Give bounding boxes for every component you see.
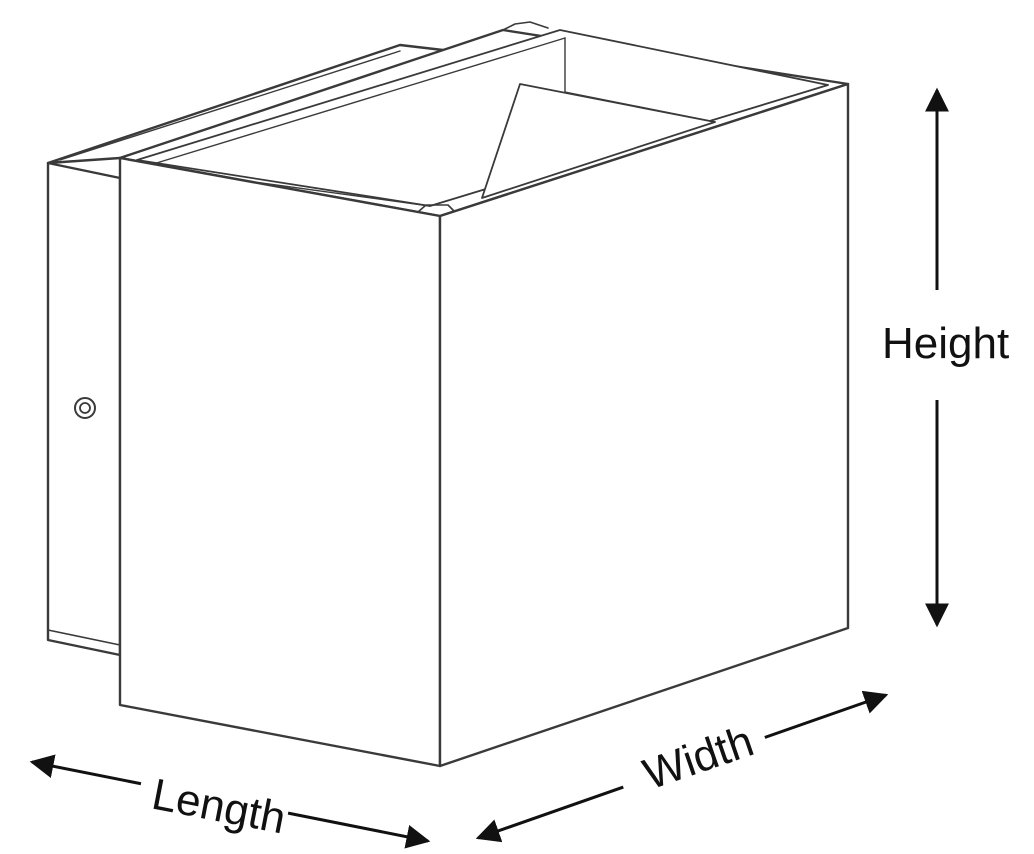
width-dimension: Width (475, 690, 889, 843)
width-label-box (609, 698, 781, 832)
height-label-box (904, 290, 976, 400)
box-side-face (438, 82, 850, 768)
height-label: Height (882, 319, 1009, 368)
inner-deflector (481, 83, 716, 199)
box-drawing (46, 21, 850, 768)
screw-icon (74, 397, 96, 419)
height-dimension: Height (882, 87, 1009, 628)
length-label-box (134, 746, 296, 846)
box-front-face (118, 156, 442, 768)
length-dimension: Length (29, 746, 431, 849)
